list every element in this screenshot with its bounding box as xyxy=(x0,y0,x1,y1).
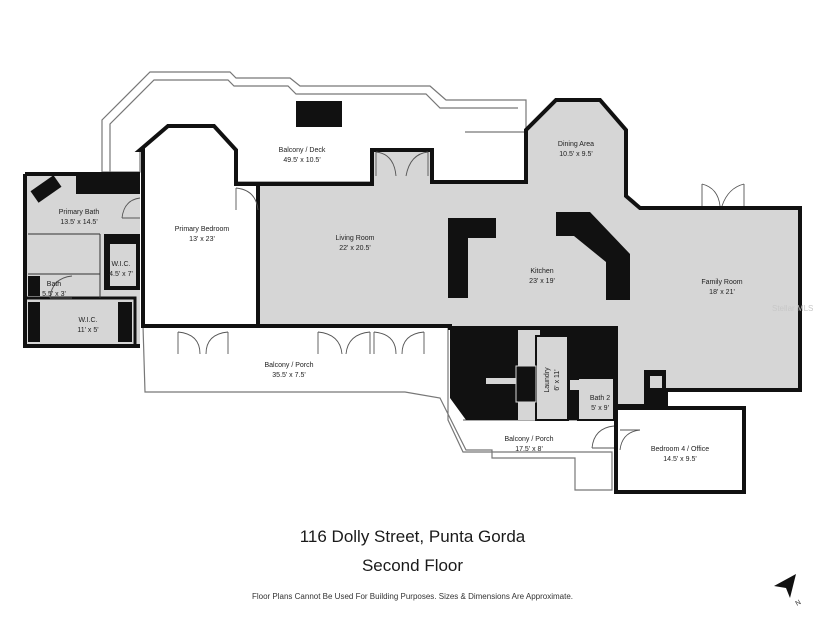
primary-bath-dims: 13.5' x 14.5' xyxy=(60,219,97,226)
balcony-deck-storage xyxy=(296,101,342,127)
family-room-dims: 18' x 21' xyxy=(709,289,735,296)
primary-suite xyxy=(23,172,140,348)
door-swings xyxy=(49,151,745,451)
kitchen-counters xyxy=(448,212,630,300)
primary-bedroom-dims: 13' x 23' xyxy=(189,236,215,243)
bedroom-4-label: Bedroom 4 / Office xyxy=(651,446,709,453)
bath-2-dims: 5' x 9' xyxy=(591,405,609,412)
balcony-deck-dims: 49.5' x 10.5' xyxy=(283,157,320,164)
primary-bedroom-area xyxy=(134,124,260,328)
dining-area-label: Dining Area xyxy=(558,141,594,148)
primary-bedroom-label: Primary Bedroom xyxy=(175,226,230,233)
room-labels: Balcony / Deck 49.5' x 10.5' Dining Area… xyxy=(42,141,743,463)
wic-small-label: W.I.C. xyxy=(111,261,130,268)
watermark: Stellar MLS xyxy=(772,304,814,313)
service-block xyxy=(450,328,666,421)
laundry-label: Laundry xyxy=(544,367,551,393)
bath-2-label: Bath 2 xyxy=(590,395,610,402)
disclaimer-text: Floor Plans Cannot Be Used For Building … xyxy=(251,592,574,601)
family-room-label: Family Room xyxy=(701,279,742,286)
living-room-dims: 22' x 20.5' xyxy=(339,245,370,252)
bath-small-label: Bath xyxy=(47,281,62,288)
balcony-porch-main-label: Balcony / Porch xyxy=(264,362,313,369)
primary-bath-label: Primary Bath xyxy=(59,209,100,216)
floor-title: Second Floor xyxy=(361,556,464,575)
balcony-porch-small-label: Balcony / Porch xyxy=(504,436,553,443)
wic-large-dims: 11' x 5' xyxy=(77,327,98,334)
bedroom-4-dims: 14.5' x 9.5' xyxy=(663,456,696,463)
north-label: N xyxy=(795,599,803,608)
kitchen-dims: 23' x 19' xyxy=(529,278,555,285)
balcony-deck-label: Balcony / Deck xyxy=(279,147,326,154)
wic-large-label: W.I.C. xyxy=(78,317,97,324)
laundry-dims: 6' x 11' xyxy=(554,369,561,390)
kitchen-label: Kitchen xyxy=(530,268,553,275)
wic-small-dims: 4.5' x 7' xyxy=(109,271,133,278)
north-arrow-icon: N xyxy=(774,574,802,608)
balcony-porch-main-dims: 35.5' x 7.5' xyxy=(272,372,305,379)
bath-small-dims: 5.5' x 3' xyxy=(42,291,66,298)
balcony-porch-small-dims: 17.5' x 8' xyxy=(515,446,543,453)
dining-area-dims: 10.5' x 9.5' xyxy=(559,151,592,158)
bedroom-4-area xyxy=(614,406,746,494)
living-room-label: Living Room xyxy=(336,235,375,242)
property-address: 116 Dolly Street, Punta Gorda xyxy=(299,527,526,546)
